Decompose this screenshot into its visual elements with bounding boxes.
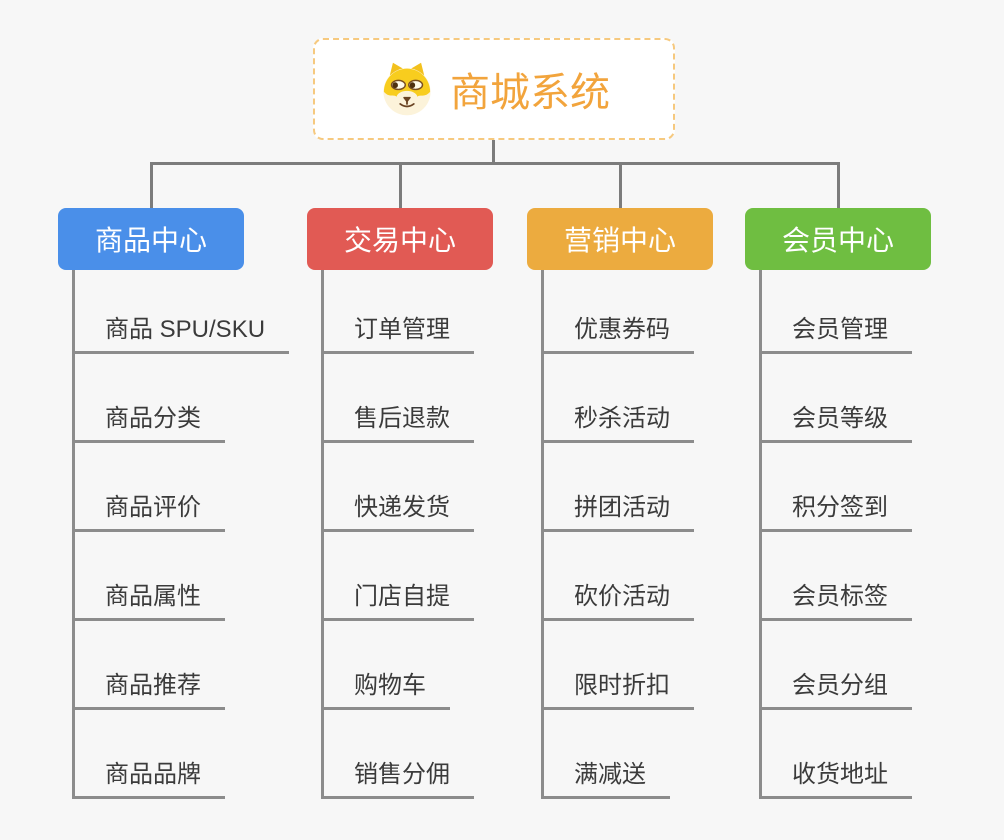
- leaf-node[interactable]: 商品 SPU/SKU: [75, 309, 290, 354]
- leaf-list: 优惠券码 秒杀活动 拼团活动 砍价活动 限时折扣 满减送: [541, 265, 694, 799]
- leaf-list: 订单管理 售后退款 快递发货 门店自提 购物车 销售分佣: [321, 265, 474, 799]
- connector-bus: [150, 162, 840, 165]
- branch-column-trade: 交易中心 订单管理 售后退款 快递发货 门店自提 购物车 销售分佣: [307, 208, 493, 799]
- leaf-node[interactable]: 商品推荐: [75, 665, 225, 710]
- leaf-list: 商品 SPU/SKU 商品分类 商品评价 商品属性 商品推荐 商品品牌: [72, 265, 290, 799]
- leaf-node[interactable]: 会员等级: [762, 398, 912, 443]
- leaf-node[interactable]: 商品分类: [75, 398, 225, 443]
- branch-column-marketing: 营销中心 优惠券码 秒杀活动 拼团活动 砍价活动 限时折扣 满减送: [527, 208, 713, 799]
- leaf-node[interactable]: 优惠券码: [544, 309, 694, 354]
- leaf-node[interactable]: 满减送: [544, 754, 670, 799]
- branch-column-members: 会员中心 会员管理 会员等级 积分签到 会员标签 会员分组 收货地址: [745, 208, 931, 799]
- leaf-node[interactable]: 商品评价: [75, 487, 225, 532]
- leaf-node[interactable]: 积分签到: [762, 487, 912, 532]
- connector-drop: [619, 162, 622, 209]
- branch-node-members[interactable]: 会员中心: [745, 208, 931, 270]
- root-label: 商城系统: [450, 71, 610, 115]
- leaf-node[interactable]: 秒杀活动: [544, 398, 694, 443]
- leaf-node[interactable]: 门店自提: [324, 576, 474, 621]
- leaf-node[interactable]: 订单管理: [324, 309, 474, 354]
- leaf-node[interactable]: 商品品牌: [75, 754, 225, 799]
- leaf-node[interactable]: 销售分佣: [324, 754, 474, 799]
- leaf-node[interactable]: 拼团活动: [544, 487, 694, 532]
- leaf-node[interactable]: 砍价活动: [544, 576, 694, 621]
- leaf-node[interactable]: 商品属性: [75, 576, 225, 621]
- leaf-node[interactable]: 售后退款: [324, 398, 474, 443]
- branch-node-marketing[interactable]: 营销中心: [527, 208, 713, 270]
- leaf-node[interactable]: 会员管理: [762, 309, 912, 354]
- leaf-node[interactable]: 限时折扣: [544, 665, 694, 710]
- branch-label: 商品中心: [94, 225, 207, 256]
- connector-drop: [837, 162, 840, 209]
- connector-root-stub: [492, 138, 495, 164]
- leaf-node[interactable]: 会员标签: [762, 576, 912, 621]
- connector-drop: [150, 162, 153, 209]
- branch-node-products[interactable]: 商品中心: [58, 208, 244, 270]
- root-node[interactable]: 商城系统: [313, 38, 675, 140]
- connector-drop: [399, 162, 402, 209]
- leaf-list: 会员管理 会员等级 积分签到 会员标签 会员分组 收货地址: [759, 265, 912, 799]
- branch-label: 营销中心: [563, 225, 676, 256]
- leaf-node[interactable]: 收货地址: [762, 754, 912, 799]
- leaf-node[interactable]: 购物车: [324, 665, 450, 710]
- leaf-node[interactable]: 快递发货: [324, 487, 474, 532]
- branch-label: 会员中心: [781, 225, 894, 256]
- dog-face-icon: [383, 62, 431, 116]
- branch-node-trade[interactable]: 交易中心: [307, 208, 493, 270]
- leaf-node[interactable]: 会员分组: [762, 665, 912, 710]
- branch-label: 交易中心: [343, 225, 456, 256]
- branch-column-products: 商品中心 商品 SPU/SKU 商品分类 商品评价 商品属性 商品推荐 商品品牌: [58, 208, 290, 799]
